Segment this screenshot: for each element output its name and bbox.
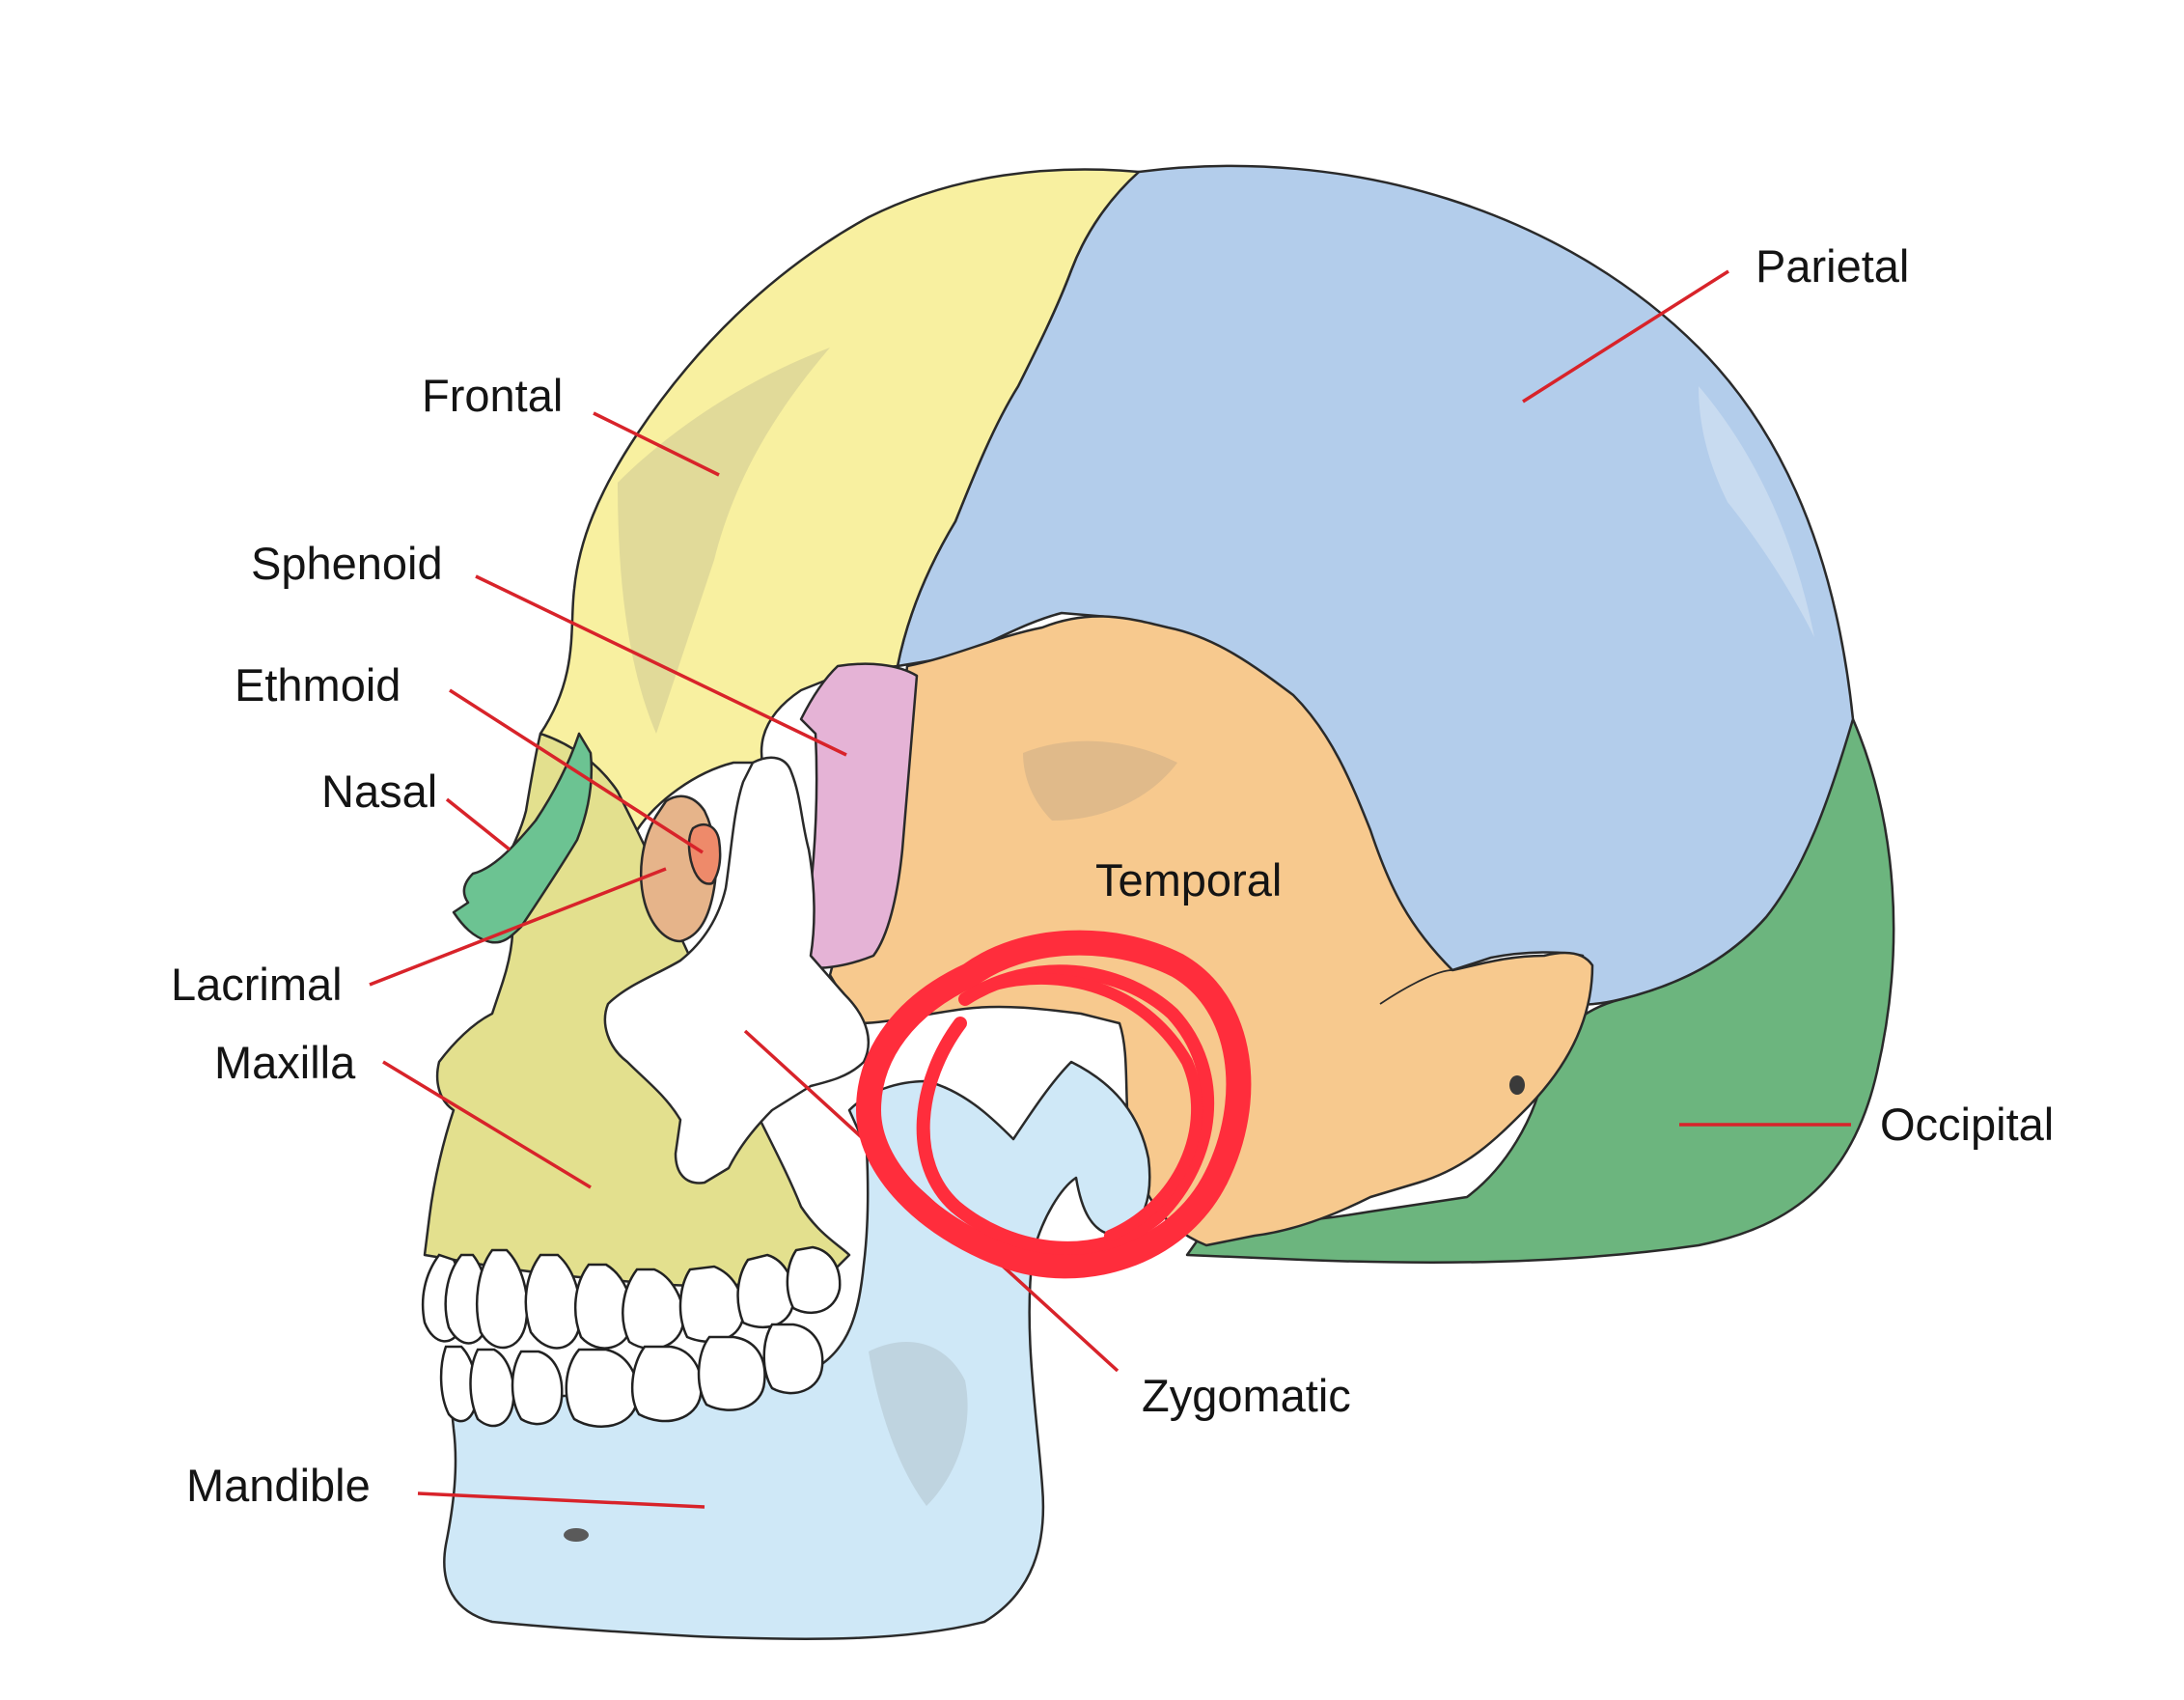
annotation-circle bbox=[855, 930, 1252, 1279]
label-sphenoid: Sphenoid bbox=[251, 538, 443, 589]
label-zygomatic: Zygomatic bbox=[1142, 1370, 1351, 1421]
label-parietal: Parietal bbox=[1755, 240, 1909, 292]
temporal-suture-line bbox=[1379, 969, 1453, 1005]
mandible-shade bbox=[869, 1342, 968, 1506]
label-lacrimal: Lacrimal bbox=[171, 959, 343, 1010]
nasal-leader bbox=[445, 797, 511, 851]
zygomatic-bone bbox=[603, 756, 871, 1184]
mandible-leader bbox=[417, 1491, 705, 1509]
parietal-leader bbox=[1522, 269, 1729, 404]
label-maxilla: Maxilla bbox=[214, 1037, 356, 1088]
mental-foramen bbox=[564, 1528, 589, 1542]
frontal-leader bbox=[593, 411, 720, 477]
nasal-bone bbox=[452, 732, 594, 944]
label-nasal: Nasal bbox=[321, 766, 437, 817]
label-mandible: Mandible bbox=[186, 1460, 371, 1511]
label-ethmoid: Ethmoid bbox=[235, 659, 401, 711]
label-temporal: Temporal bbox=[1095, 854, 1282, 906]
ethmoid-leader bbox=[449, 688, 704, 854]
sphenoid-leader bbox=[475, 574, 847, 757]
parietal-shade bbox=[1699, 386, 1814, 637]
temporal-shade bbox=[1023, 740, 1177, 821]
maxilla-leader bbox=[382, 1060, 592, 1189]
lower-teeth bbox=[439, 1323, 824, 1428]
lacrimal-leader bbox=[369, 867, 667, 987]
frontal-shade bbox=[618, 348, 830, 734]
label-frontal: Frontal bbox=[422, 370, 563, 421]
mastoid-foramen bbox=[1509, 1075, 1525, 1095]
upper-teeth bbox=[421, 1245, 842, 1351]
mandible-bone bbox=[443, 1060, 1151, 1641]
ethmoid-bone bbox=[687, 823, 722, 885]
label-occipital: Occipital bbox=[1880, 1099, 2054, 1150]
